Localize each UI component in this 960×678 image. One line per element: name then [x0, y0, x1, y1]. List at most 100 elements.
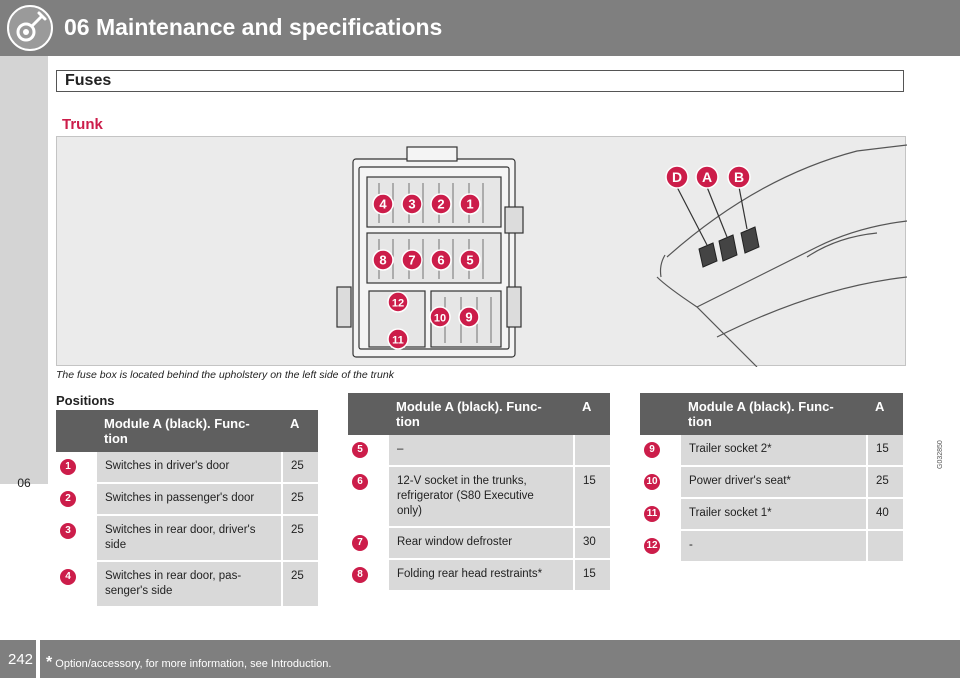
fuse-number-cell: 2 — [56, 483, 96, 516]
wrench-gear-icon — [7, 5, 53, 51]
fuse-number-badge: 8 — [352, 567, 368, 583]
fuse-function-cell: Rear window defroster — [387, 527, 574, 560]
fuse-amperage-cell: 15 — [573, 466, 610, 528]
module-label: A — [702, 169, 712, 185]
fuse-position-marker: 7 — [401, 249, 423, 271]
page-header: 06 Maintenance and specifications — [0, 0, 960, 56]
page-number: 242 — [8, 651, 34, 668]
fuse-function-cell: - — [679, 530, 867, 563]
fuse-position-label: 2 — [437, 197, 444, 212]
fuse-number-badge: 1 — [60, 459, 76, 475]
column-function: Module A (black). Func- tion — [388, 393, 574, 435]
fuse-function-cell: Trailer socket 2* — [679, 435, 867, 467]
module-marker: B — [727, 165, 751, 189]
positions-heading: Positions — [56, 393, 115, 408]
fuse-number-cell: 4 — [56, 561, 96, 608]
figure-caption: The fuse box is located behind the uphol… — [56, 369, 394, 381]
chapter-number: 06 — [17, 476, 31, 490]
fuse-amperage-cell: 25 — [281, 483, 318, 516]
fuse-function-cell: Switches in passenger's door — [95, 483, 282, 516]
fuse-number-cell: 10 — [640, 466, 680, 499]
fuse-amperage-cell: 40 — [866, 498, 903, 531]
footnote-star: * — [46, 654, 53, 671]
fuse-number-cell: 11 — [640, 498, 680, 531]
column-number — [348, 393, 388, 435]
fuse-number-badge: 6 — [352, 474, 368, 490]
fuse-amperage-cell: 30 — [573, 527, 610, 560]
footer-divider — [36, 640, 40, 678]
fuse-position-marker: 10 — [429, 306, 451, 328]
subsection-title: Trunk — [62, 116, 103, 133]
fuse-position-label: 5 — [466, 253, 473, 268]
fuse-position-marker: 5 — [459, 249, 481, 271]
fuse-amperage-cell — [866, 530, 903, 563]
fuse-position-marker: 12 — [387, 291, 409, 313]
fuse-number-cell: 6 — [348, 466, 388, 528]
fuse-function-cell: – — [387, 435, 574, 467]
fuse-position-marker: 8 — [372, 249, 394, 271]
fuse-number-cell: 1 — [56, 452, 96, 484]
table-header-row: Module A (black). Func- tion A — [348, 393, 610, 435]
fuse-position-label: 10 — [434, 313, 446, 325]
figure-code: G032850 — [937, 440, 944, 469]
fuse-position-marker: 1 — [459, 193, 481, 215]
fuse-position-label: 4 — [379, 197, 387, 212]
fuse-position-label: 8 — [379, 253, 386, 268]
fuse-amperage-cell: 15 — [573, 559, 610, 592]
fuse-amperage-cell — [573, 435, 610, 467]
section-title: Fuses — [65, 72, 112, 89]
fuse-number-badge: 10 — [644, 474, 660, 490]
section-heading-box: Fuses — [56, 70, 904, 92]
fuse-number-badge: 5 — [352, 442, 368, 458]
table-row: 5– — [348, 435, 610, 467]
column-number — [640, 393, 680, 435]
footnote-text: Option/accessory, for more information, … — [55, 658, 332, 670]
fuse-number-cell: 12 — [640, 530, 680, 563]
column-amperage: A — [574, 393, 610, 435]
fuse-position-label: 11 — [392, 335, 404, 347]
fuse-position-marker: 9 — [458, 306, 480, 328]
fuse-position-label: 6 — [437, 253, 444, 268]
module-marker: D — [665, 165, 689, 189]
fuse-amperage-cell: 25 — [281, 515, 318, 562]
table-row: 12- — [640, 530, 903, 563]
column-amperage: A — [282, 410, 318, 452]
module-marker: A — [695, 165, 719, 189]
fuse-amperage-cell: 15 — [866, 435, 903, 467]
column-amperage: A — [867, 393, 903, 435]
table-row: 11 Trailer socket 1*40 — [640, 498, 903, 531]
table-header-row: Module A (black). Func- tion A — [56, 410, 318, 452]
fuse-function-cell: Switches in rear door, pas- senger's sid… — [95, 561, 282, 608]
page-footer: 242 * Option/accessory, for more informa… — [0, 640, 960, 678]
footnote: * Option/accessory, for more information… — [46, 654, 331, 672]
fuse-position-label: 3 — [408, 197, 415, 212]
table-header-row: Module A (black). Func- tion A — [640, 393, 903, 435]
fuse-function-cell: Trailer socket 1* — [679, 498, 867, 531]
fuse-position-marker: 6 — [430, 249, 452, 271]
column-function: Module A (black). Func- tion — [96, 410, 282, 452]
fuse-position-label: 12 — [392, 298, 404, 310]
fuse-number-cell: 3 — [56, 515, 96, 562]
fuse-position-label: 1 — [466, 197, 473, 212]
fuse-number-badge: 9 — [644, 442, 660, 458]
fuse-function-cell: Switches in driver's door — [95, 452, 282, 484]
fuse-function-cell: Power driver's seat* — [679, 466, 867, 499]
fuse-position-label: 7 — [408, 253, 415, 268]
fuse-position-marker: 3 — [401, 193, 423, 215]
fuse-position-marker: 2 — [430, 193, 452, 215]
fuse-number-badge: 11 — [644, 506, 660, 522]
fuse-amperage-cell: 25 — [281, 452, 318, 484]
